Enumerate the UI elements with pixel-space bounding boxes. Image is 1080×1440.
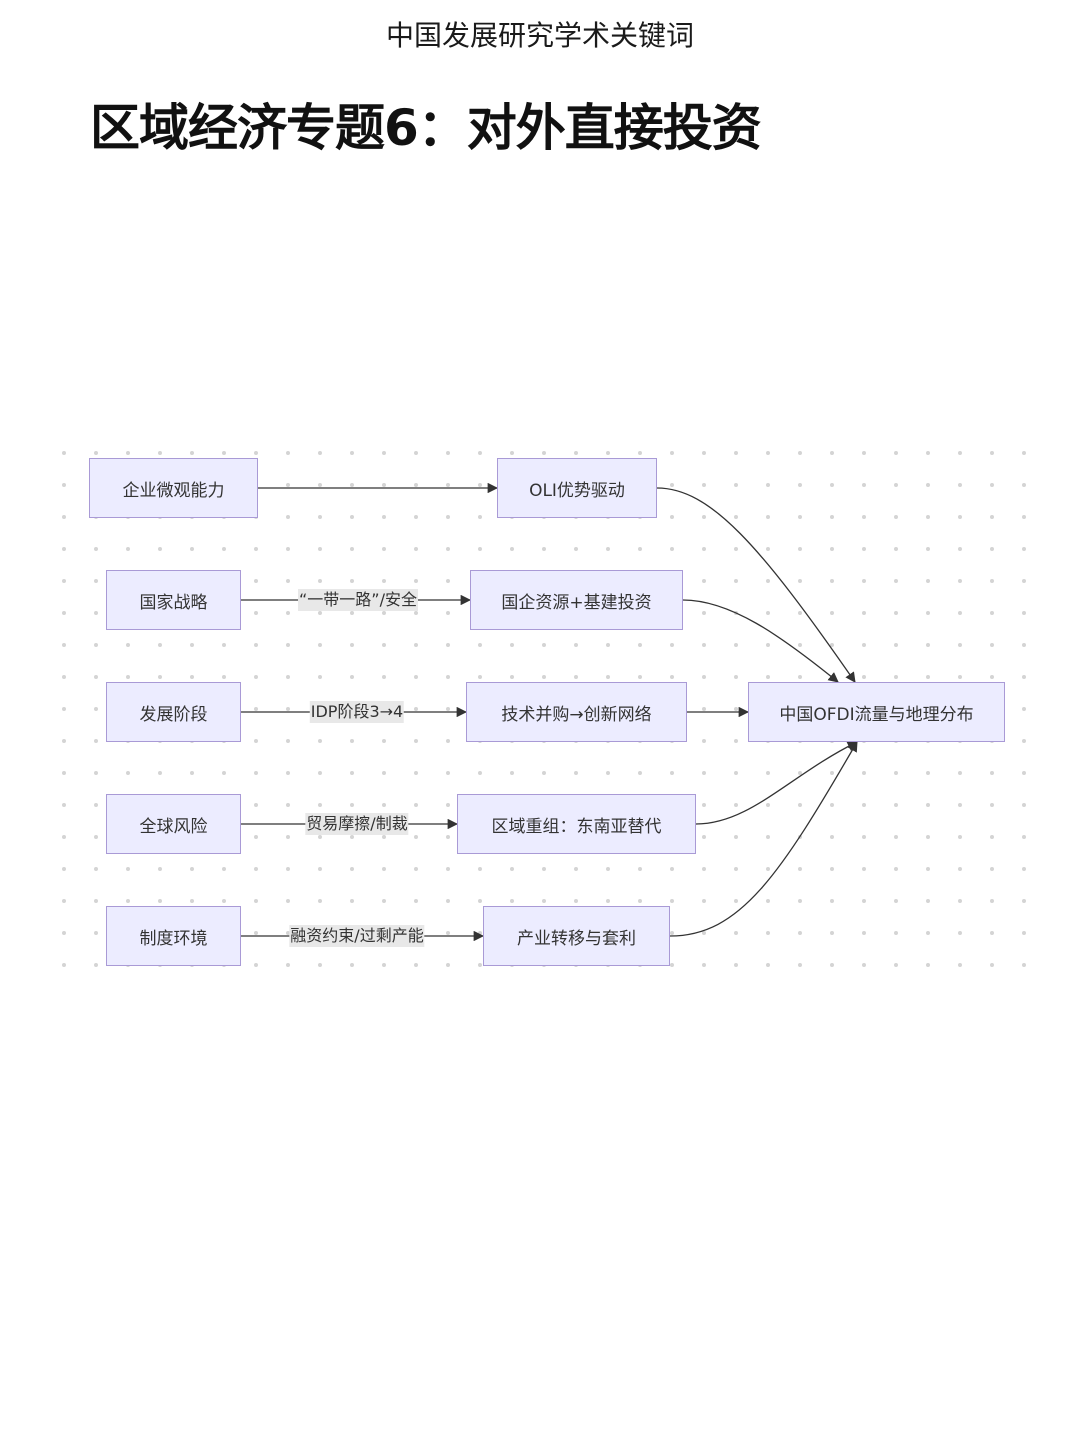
node-regional-restructuring: 区域重组：东南亚替代: [457, 794, 696, 854]
edge-label-trade-friction: 贸易摩擦/制裁: [305, 813, 409, 835]
edge-soe-target: [682, 599, 839, 683]
node-national-strategy: 国家战略: [106, 570, 241, 630]
edge-label-financing-constraint: 融资约束/过剩产能: [289, 925, 425, 947]
node-global-risk: 全球风险: [106, 794, 241, 854]
page-header: 中国发展研究学术关键词: [385, 19, 694, 52]
edge-label-idp-stage: IDP阶段3→4: [309, 701, 405, 723]
node-oli-advantage: OLI优势驱动: [497, 458, 657, 518]
edge-region-target: [695, 741, 858, 825]
node-china-ofdi: 中国OFDI流量与地理分布: [748, 682, 1005, 742]
page-title: 区域经济专题6：对外直接投资: [90, 99, 762, 157]
node-soe-investment: 国企资源+基建投资: [470, 570, 683, 630]
node-industrial-transfer: 产业转移与套利: [483, 906, 670, 966]
node-development-stage: 发展阶段: [106, 682, 241, 742]
edge-oli-target: [656, 487, 856, 683]
flowchart: 企业微观能力 OLI优势驱动 国家战略 国企资源+基建投资 发展阶段 技术并购→…: [60, 445, 1035, 980]
node-institutional-environment: 制度环境: [106, 906, 241, 966]
node-tech-acquisition: 技术并购→创新网络: [466, 682, 687, 742]
node-firm-capability: 企业微观能力: [89, 458, 258, 518]
edge-label-belt-road: “一带一路”/安全: [298, 589, 418, 611]
edge-transfer-target: [669, 741, 858, 937]
